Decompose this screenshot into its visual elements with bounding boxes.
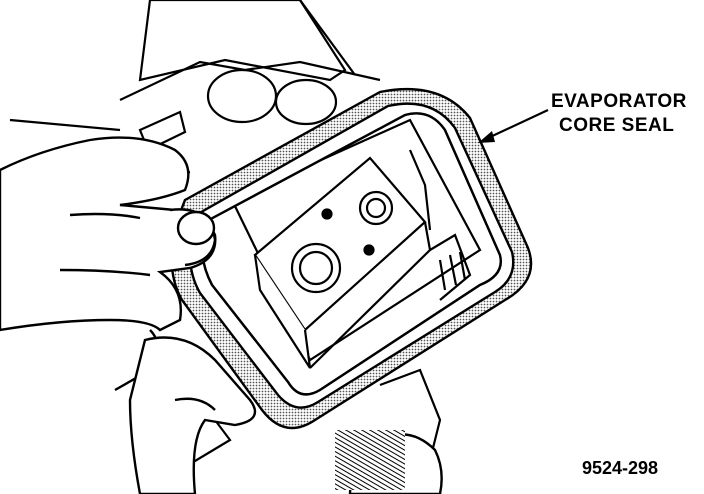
callout-arrow <box>478 109 549 143</box>
callout-label-line2: CORE SEAL <box>559 115 675 136</box>
left-hand <box>0 136 217 392</box>
callout-label-line1: EVAPORATOR <box>551 91 687 112</box>
figure-number: 9524-298 <box>582 458 659 478</box>
evaporator-core <box>230 118 482 369</box>
upper-port <box>358 190 394 226</box>
lower-hand <box>128 336 443 494</box>
evaporator-core-seal <box>170 87 533 430</box>
